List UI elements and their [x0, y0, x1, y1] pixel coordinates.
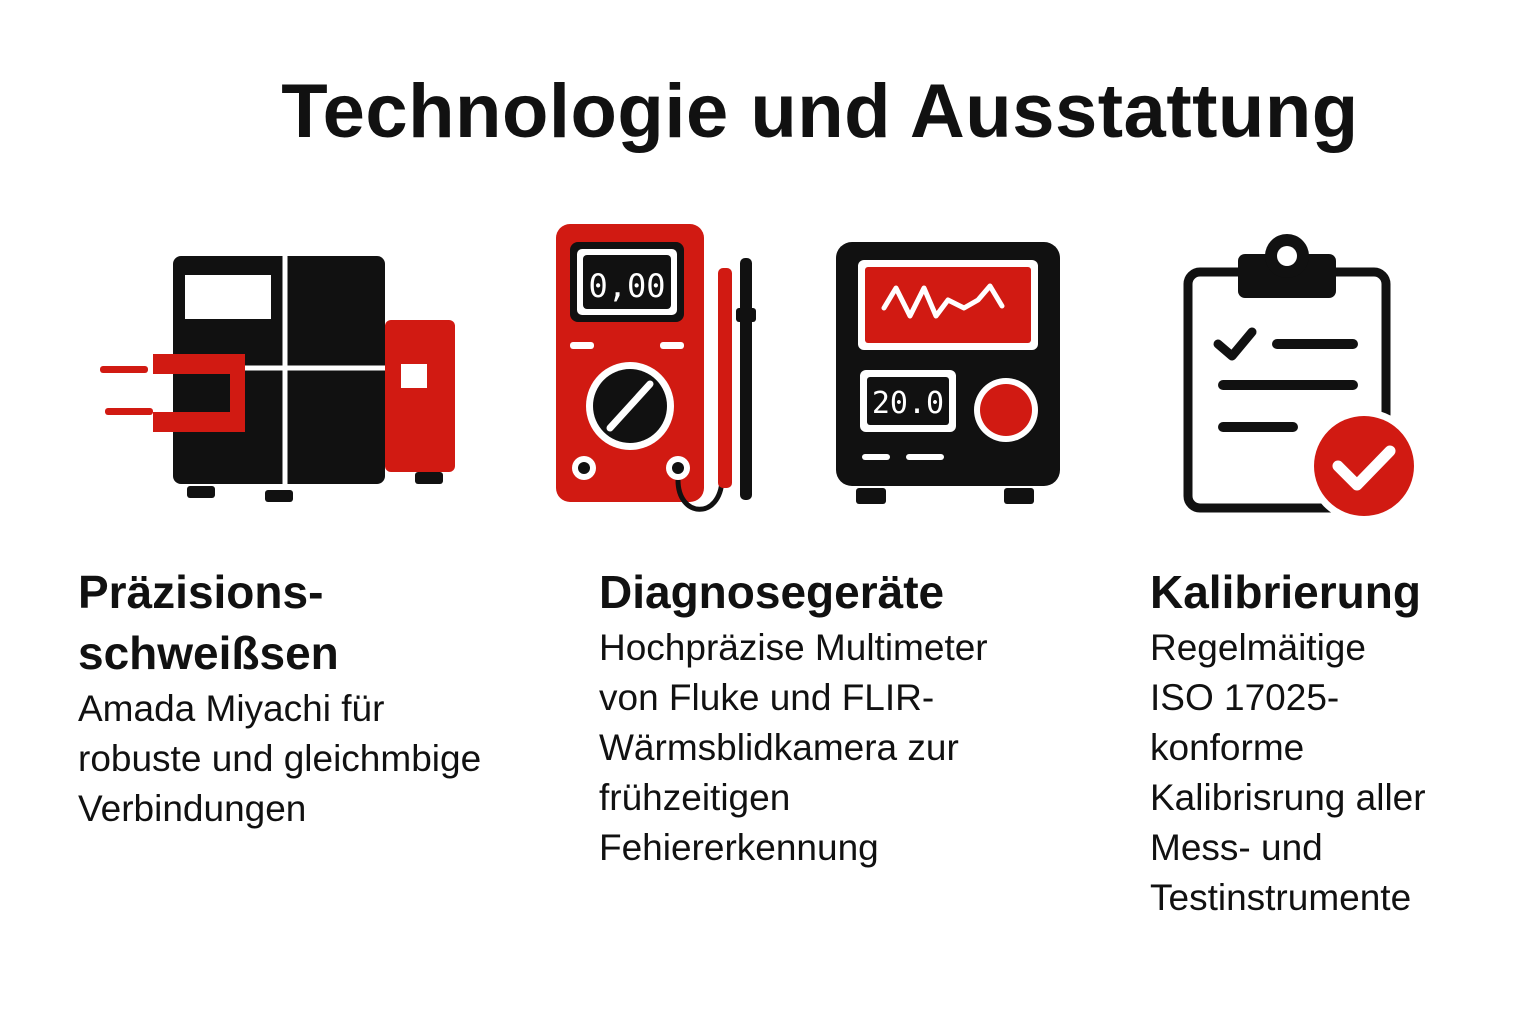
- section-calibration: Kalibrierung Regelmäitige ISO 17025- kon…: [1150, 562, 1426, 923]
- page-title: Technologie und Ausstattung: [281, 69, 1359, 154]
- section-heading: Kalibrierung: [1150, 562, 1426, 623]
- multimeter-display: 0,00: [588, 267, 665, 305]
- desc-line: Kalibrisrung aller: [1150, 777, 1426, 818]
- section-description: Amada Miyachi für robuste und gleichmbig…: [78, 684, 481, 834]
- oscilloscope-display: 20.0: [872, 386, 944, 421]
- desc-line: Hochpräzise Multimeter: [599, 627, 988, 668]
- section-description: Regelmäitige ISO 17025- konforme Kalibri…: [1150, 623, 1426, 923]
- section-heading: Diagnosegeräte: [599, 562, 988, 623]
- section-description: Hochpräzise Multimeter von Fluke und FLI…: [599, 623, 988, 873]
- desc-line: konforme: [1150, 727, 1305, 768]
- section-welding: Präzisions- schweißsen Amada Miyachi für…: [78, 562, 481, 834]
- desc-line: Fehiererkennung: [599, 827, 879, 868]
- welding-machine-icon: [100, 256, 455, 502]
- desc-line: robuste und gleichmbige: [78, 738, 482, 779]
- desc-line: von Fluke und FLIR-: [599, 677, 935, 718]
- heading-line: Kalibrierung: [1150, 566, 1421, 618]
- heading-line: schweißsen: [78, 627, 339, 679]
- clipboard-check-icon: [1183, 234, 1421, 523]
- section-heading: Präzisions- schweißsen: [78, 562, 481, 684]
- heading-line: Präzisions-: [78, 566, 324, 618]
- desc-line: Amada Miyachi für: [78, 688, 385, 729]
- desc-line: ISO 17025-: [1150, 677, 1340, 718]
- desc-line: Testinstrumente: [1150, 877, 1412, 918]
- heading-line: Diagnosegeräte: [599, 566, 945, 618]
- desc-line: frühzeitigen: [599, 777, 791, 818]
- desc-line: Wärmsblidkamera zur: [599, 727, 959, 768]
- desc-line: Regelmäitige: [1150, 627, 1366, 668]
- multimeter-icon: 0,00: [556, 224, 756, 512]
- desc-line: Verbindungen: [78, 788, 307, 829]
- oscilloscope-icon: 20.0: [836, 242, 1060, 504]
- section-diagnostics: Diagnosegeräte Hochpräzise Multimeter vo…: [599, 562, 988, 873]
- desc-line: Mess- und: [1150, 827, 1323, 868]
